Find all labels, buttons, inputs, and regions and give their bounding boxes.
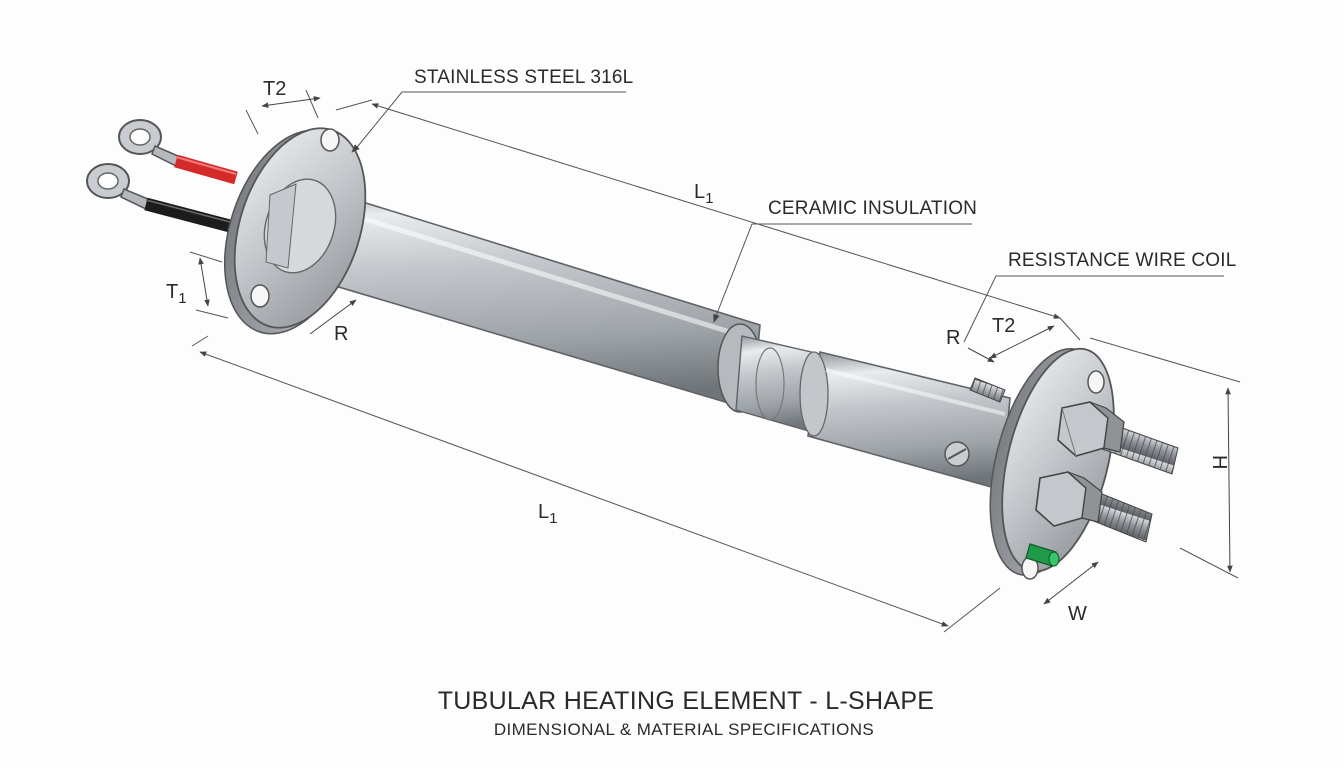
ring-lug-black [86, 163, 149, 211]
flange-bolt-hole [1087, 370, 1105, 394]
dim-label-l1-top-main: L [694, 181, 705, 203]
diagram-title: TUBULAR HEATING ELEMENT - L-SHAPE [438, 687, 935, 715]
flange-bolt-hole [320, 128, 340, 152]
callout-stainless-steel: STAINLESS STEEL 316L [414, 67, 633, 88]
black-wire [144, 197, 232, 233]
dim-label-t1-main: T [166, 281, 178, 303]
callout-ceramic-insulation: CERAMIC INSULATION [768, 198, 977, 219]
callout-resistance-wire-coil: RESISTANCE WIRE COIL [1008, 250, 1237, 271]
dim-label-l1-top-sub: 1 [705, 190, 713, 207]
red-wire [174, 154, 238, 185]
right-tube [799, 351, 1011, 492]
dim-label-l1-bottom-main: L [538, 501, 549, 523]
diagram-subtitle: DIMENSIONAL & MATERIAL SPECIFICATIONS [494, 720, 874, 739]
set-screw [944, 441, 970, 467]
left-terminal-leads [86, 119, 238, 233]
dim-label-l1-bottom: L1 [538, 501, 557, 527]
ring-lug-red [118, 119, 179, 168]
dim-label-w: W [1068, 603, 1087, 625]
dim-label-l1-top: L1 [694, 181, 713, 207]
right-flange [969, 347, 1179, 580]
dim-label-h: H [1208, 455, 1230, 469]
dim-label-r-right: R [946, 327, 960, 349]
dim-label-t2-left: T2 [263, 78, 286, 100]
flange-bolt-hole [250, 284, 270, 308]
terminal-nut-lower [1035, 471, 1153, 543]
dim-label-r-left: R [334, 323, 348, 345]
left-flange [223, 127, 367, 335]
dimension-lines [189, 89, 1241, 633]
terminal-nut-upper [1057, 401, 1179, 475]
dim-label-t1: T1 [166, 281, 187, 307]
dim-label-t1-sub: 1 [178, 290, 186, 307]
dim-label-l1-bottom-sub: 1 [549, 510, 557, 527]
dim-label-t2-right: T2 [992, 315, 1015, 337]
